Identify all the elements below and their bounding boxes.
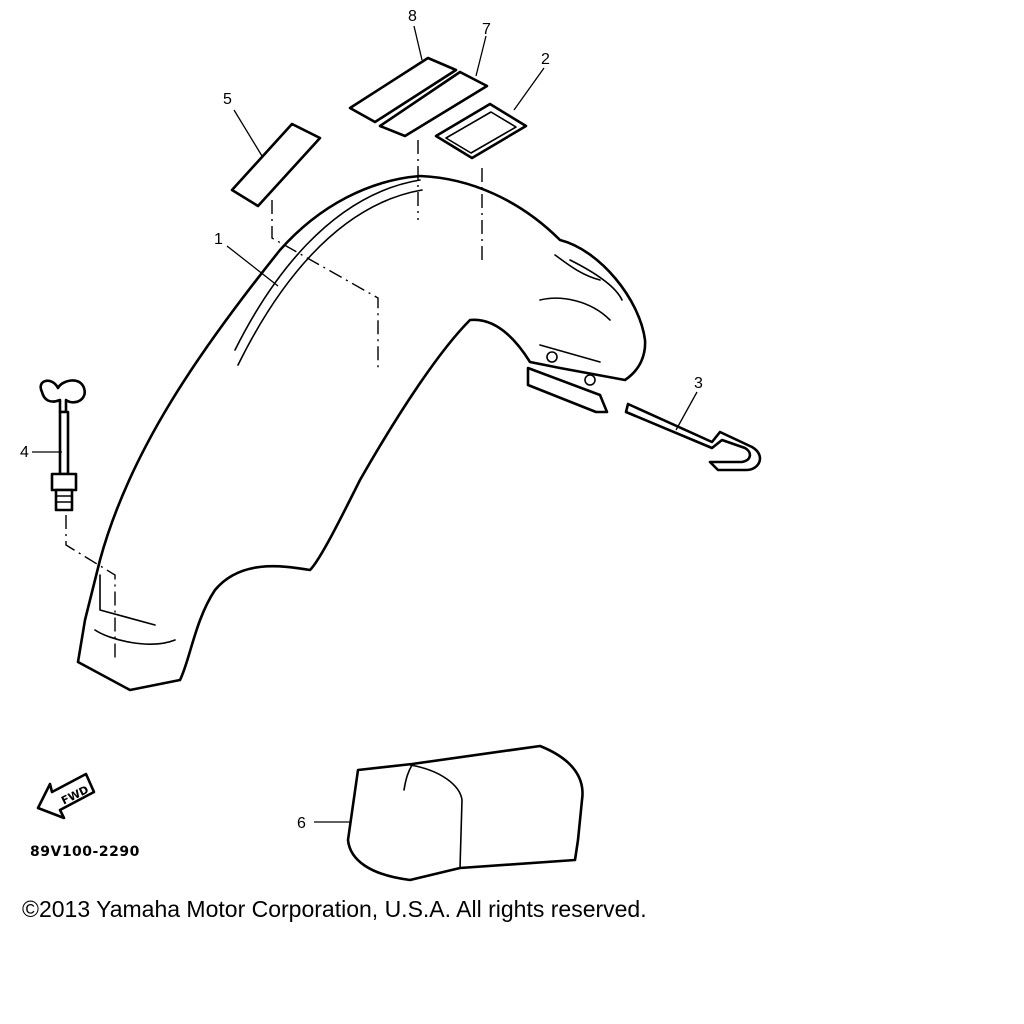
leader-lines [32, 25, 698, 823]
decal-part-5 [230, 122, 322, 208]
copyright-notice: ©2013 Yamaha Motor Corporation, U.S.A. A… [22, 896, 647, 922]
callout-1: 1 [214, 231, 223, 248]
callout-5: 5 [223, 91, 232, 108]
rod-part [624, 402, 762, 472]
callout-8: 8 [408, 8, 417, 25]
callout-labels: 1 2 3 4 5 6 7 8 [20, 8, 703, 832]
decal-part-2 [434, 102, 528, 160]
callout-3: 3 [694, 375, 703, 392]
decal-part-8 [348, 56, 458, 124]
seat-cover-part [346, 744, 584, 882]
rear-fender-part [76, 174, 647, 692]
assembly-lines [65, 140, 483, 660]
callout-6: 6 [297, 815, 306, 832]
wing-bolt-part [39, 379, 86, 512]
fwd-arrow-icon: FWD [36, 772, 96, 820]
fender-bracket [526, 344, 609, 414]
decal-part-7 [378, 70, 489, 138]
callout-2: 2 [541, 51, 550, 68]
callout-4: 4 [20, 444, 29, 461]
diagram-code: 89V100-2290 [30, 844, 140, 860]
callout-7: 7 [482, 21, 491, 38]
